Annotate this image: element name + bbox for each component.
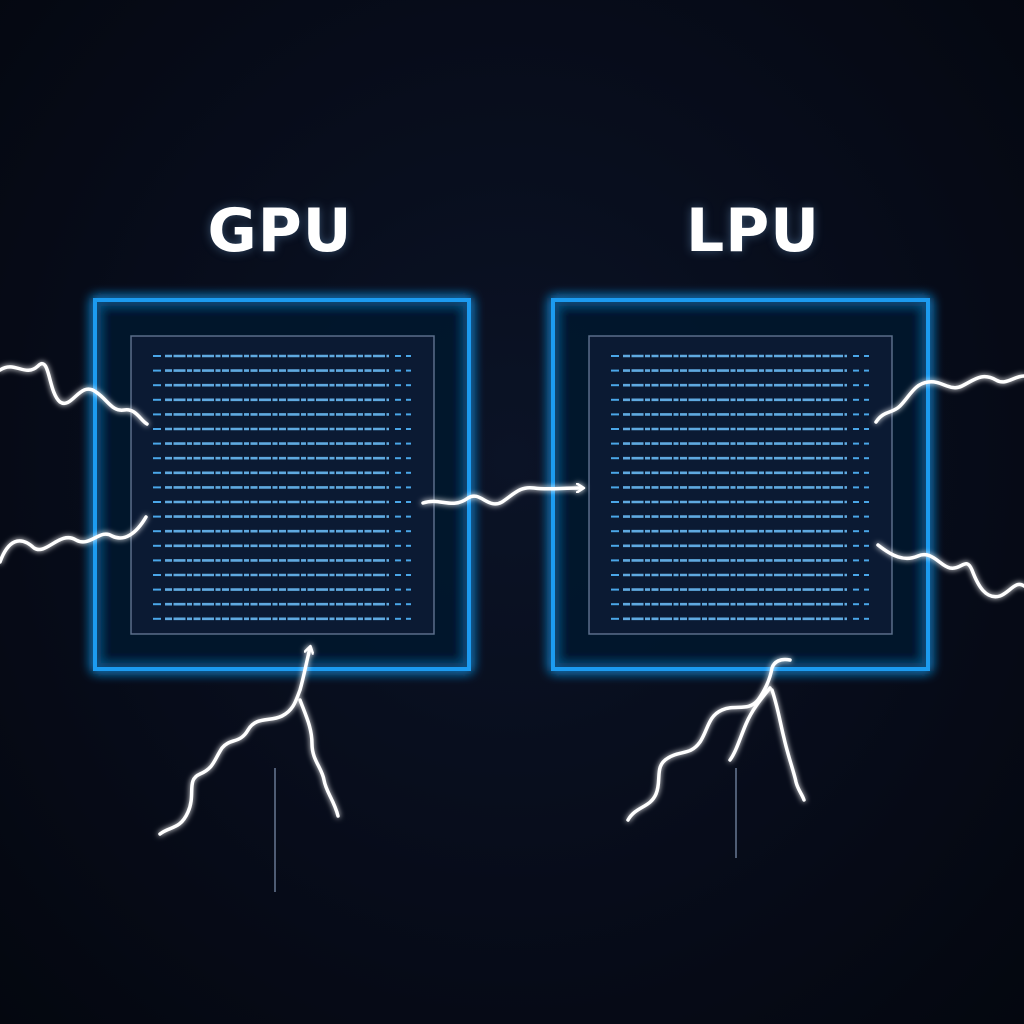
wire-left-top	[0, 361, 149, 426]
wire-lpu-right-top	[874, 374, 1024, 424]
gpu-label: GPU	[207, 196, 353, 266]
wire-gpu-bottom-branch	[298, 698, 340, 818]
gpu-lanes	[153, 354, 411, 621]
lpu-chip	[551, 298, 930, 671]
wire-gpu-bottom-in	[158, 648, 310, 836]
wire-lpu-right-bottom	[876, 543, 1024, 599]
wire-gpu-to-lpu	[421, 488, 582, 506]
lpu-label: LPU	[686, 196, 820, 266]
wire-lpu-bottom-branch-b	[770, 688, 806, 802]
wire-lpu-bottom-branch-a	[728, 686, 772, 762]
wire-lpu-bottom	[626, 657, 792, 822]
gpu-chip	[93, 298, 471, 671]
wire-left-bottom	[0, 515, 148, 564]
lpu-lanes	[611, 354, 869, 621]
